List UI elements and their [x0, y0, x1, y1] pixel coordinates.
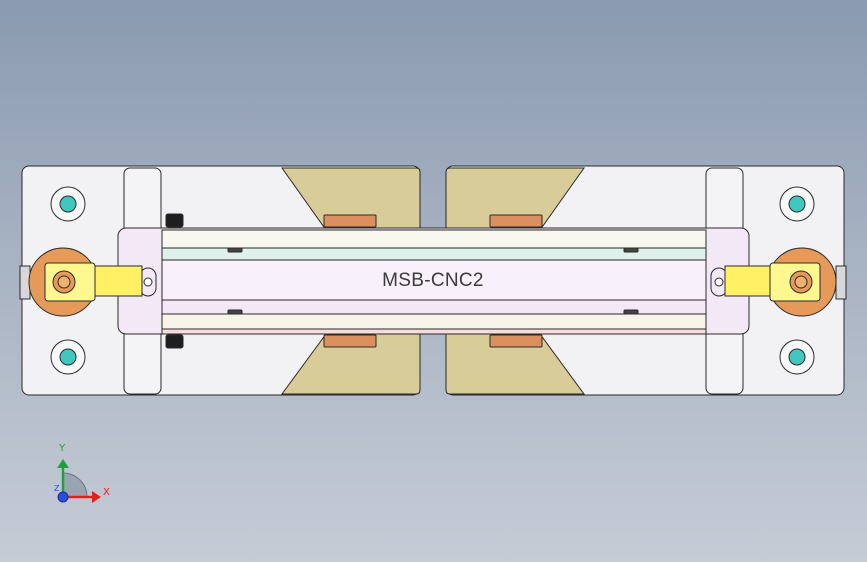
left-lower-pad	[323, 334, 377, 348]
right-clamp-bolt-inner	[794, 275, 808, 289]
rail-slot	[623, 247, 639, 253]
center-body	[161, 259, 707, 301]
x-axis-label: X	[103, 487, 110, 498]
right-upper-pad	[489, 214, 543, 228]
right-upper-guide	[445, 167, 585, 231]
left-lower-guide	[281, 333, 421, 395]
right-lower-guide	[445, 333, 585, 395]
right-lower-pad	[489, 334, 543, 348]
rail-slot	[227, 309, 243, 315]
left-pivot-pin	[143, 277, 153, 287]
left-upper-pad	[323, 214, 377, 228]
z-axis-label: Z	[54, 484, 60, 493]
mount-hole-bottom-left	[50, 339, 86, 375]
mount-hole-top-left	[50, 186, 86, 222]
right-clamp-arm[interactable]	[724, 265, 776, 297]
mount-hole-top-right	[779, 186, 815, 222]
upper-dowel-pin	[165, 213, 184, 228]
x-axis-arrow	[92, 491, 101, 503]
y-axis-arrow	[57, 459, 69, 468]
lower-rail-edge	[161, 328, 707, 335]
z-axis-dot	[57, 491, 69, 503]
lower-rail-outer	[161, 313, 707, 331]
right-end-notch	[835, 265, 847, 300]
rail-slot	[623, 309, 639, 315]
y-axis-label: Y	[59, 443, 66, 454]
right-pivot-pin	[714, 277, 724, 287]
left-clamp-bolt-inner	[57, 275, 71, 289]
coordinate-triad	[57, 459, 101, 503]
left-end-notch	[19, 265, 31, 300]
fixture-assembly[interactable]	[19, 165, 847, 396]
left-clamp-arm[interactable]	[91, 265, 143, 297]
rail-slot	[227, 247, 243, 253]
mount-hole-bottom-right	[779, 339, 815, 375]
lower-dowel-pin	[165, 334, 184, 349]
left-upper-guide	[281, 167, 421, 231]
triad-quadrant	[62, 472, 88, 498]
upper-rail-outer	[161, 229, 707, 249]
